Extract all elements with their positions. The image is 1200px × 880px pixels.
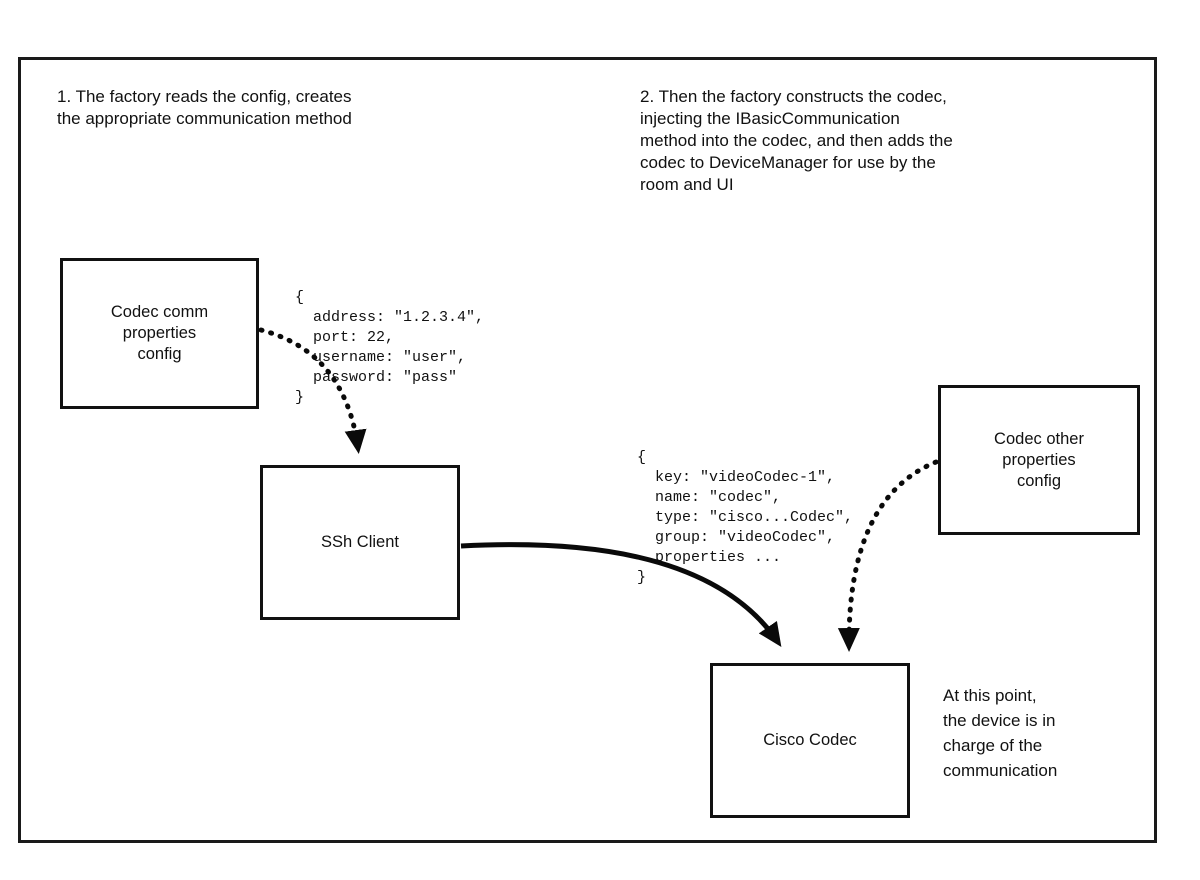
- diagram-border: [18, 57, 1157, 843]
- node-codec-comm-properties-config: Codec comm properties config: [60, 258, 259, 409]
- annotation-step-1: 1. The factory reads the config, creates…: [57, 87, 352, 128]
- node-ssh-client: SSh Client: [260, 465, 460, 620]
- code-snippet-comm-properties: { address: "1.2.3.4", port: 22, username…: [295, 289, 485, 406]
- code-snippet-codec-properties: { key: "videoCodec-1", name: "codec", ty…: [637, 449, 854, 586]
- annotation-step-2: 2. Then the factory constructs the codec…: [640, 87, 953, 194]
- node-codec-other-properties-config: Codec other properties config: [938, 385, 1140, 535]
- annotation-result: At this point, the device is in charge o…: [943, 686, 1058, 780]
- node-cisco-codec: Cisco Codec: [710, 663, 910, 818]
